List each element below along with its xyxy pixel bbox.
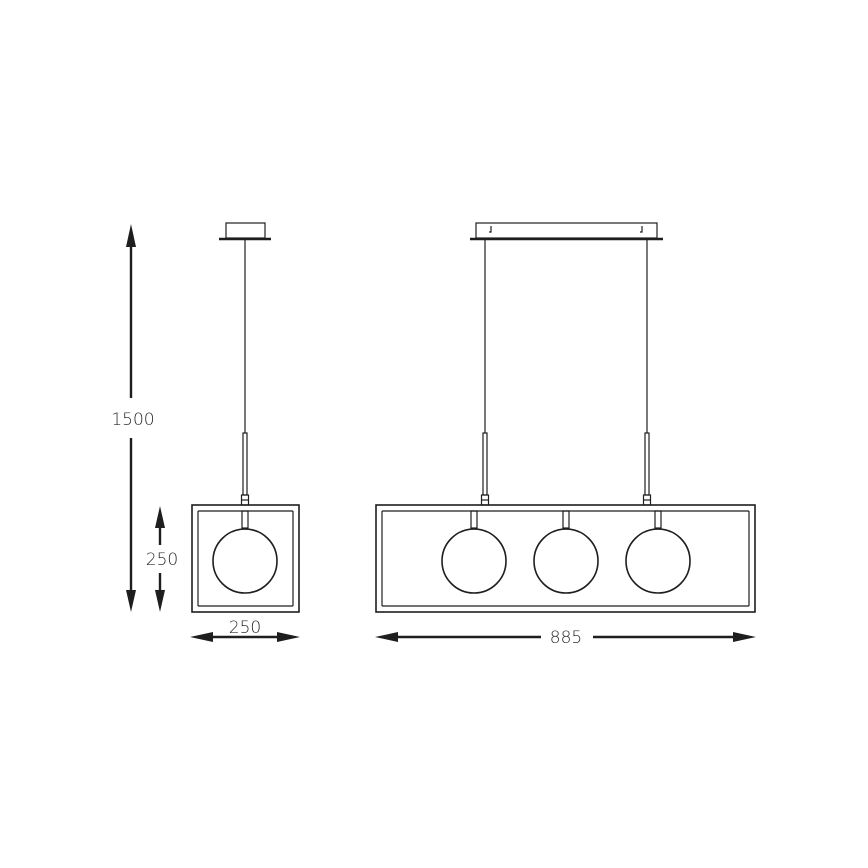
arrow-down-icon: [126, 590, 136, 612]
globe: [212, 528, 278, 594]
arrow-right-icon: [733, 632, 756, 642]
arrow-left-icon: [375, 632, 398, 642]
globe: [625, 528, 691, 594]
front-width-label: 885: [550, 628, 582, 648]
total-height-dimension: 1500: [111, 224, 155, 612]
arrow-right-icon: [277, 632, 300, 642]
globe: [441, 528, 507, 594]
front-view: [375, 222, 756, 613]
arrow-left-icon: [190, 632, 213, 642]
side-width-label: 250: [229, 618, 261, 638]
total-height-label: 1500: [111, 410, 154, 430]
frame-height-dimension: 250: [146, 506, 178, 612]
front-width-dimension: 885: [375, 628, 756, 648]
globe: [533, 528, 599, 594]
arrow-down-icon: [155, 590, 165, 612]
arrow-up-icon: [155, 506, 165, 528]
arrow-up-icon: [126, 224, 136, 247]
side-view: [191, 222, 300, 613]
frame-height-label: 250: [146, 550, 178, 570]
side-width-dimension: 250: [190, 618, 300, 642]
